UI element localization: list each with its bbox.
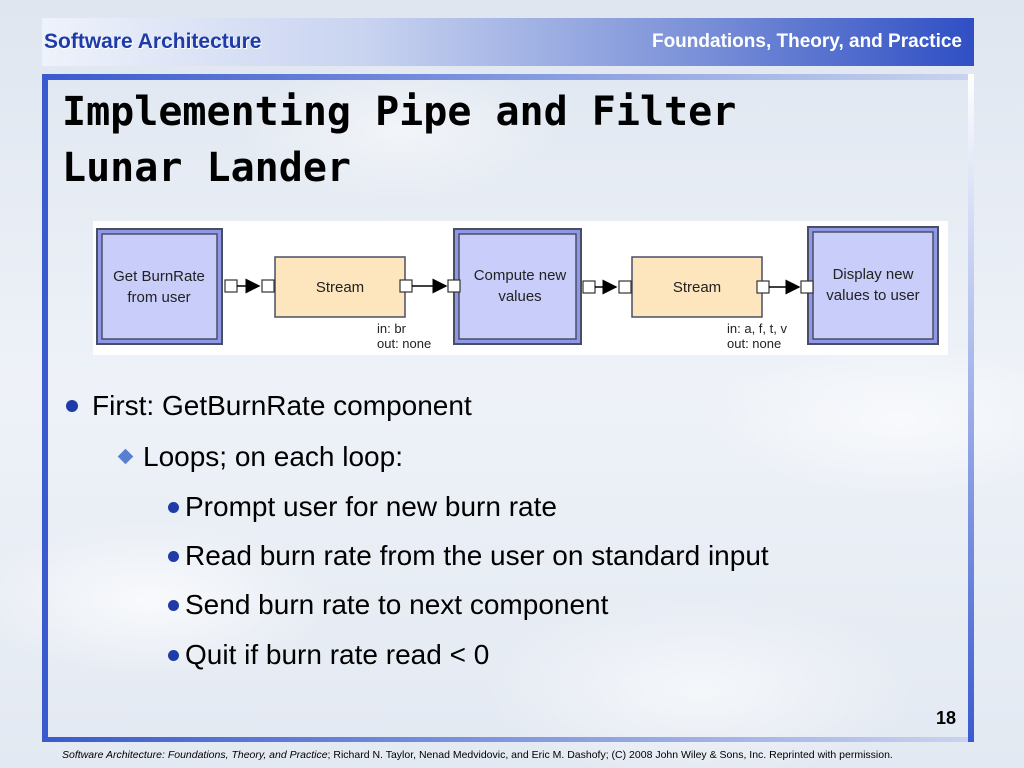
bullet-level3-item: Send burn rate to next component xyxy=(168,589,608,621)
header-bar xyxy=(42,18,974,66)
bullet-dot-icon xyxy=(168,649,179,661)
bullet-level3-text: Send burn rate to next component xyxy=(185,589,609,620)
component-get-burnrate-line1: Get BurnRate xyxy=(113,268,205,285)
connector-stream-1-in: in: br xyxy=(377,321,407,336)
bullet-level3-item: Read burn rate from the user on standard… xyxy=(168,540,769,572)
header-course-title: Software Architecture xyxy=(44,30,262,53)
pipe-filter-diagram-svg: Get BurnRate from user Stream in: br out… xyxy=(96,226,939,351)
slide-frame-edge xyxy=(968,74,974,742)
bullet-level3-text: Quit if burn rate read < 0 xyxy=(185,639,490,670)
port-out-3 xyxy=(582,280,596,294)
component-display-new-values: Display new values to user xyxy=(807,226,939,345)
port-in-4 xyxy=(800,280,814,294)
bullet-level3-item: Quit if burn rate read < 0 xyxy=(168,639,489,671)
bullet-dot-icon xyxy=(168,599,179,611)
bullet-level2: Loops; on each loop: xyxy=(117,441,403,473)
diamond-bullet-icon xyxy=(117,448,134,465)
connector-stream-1-out: out: none xyxy=(377,336,431,351)
bullet-level3-item: Prompt user for new burn rate xyxy=(168,491,557,523)
connector-stream-2-in: in: a, f, t, v xyxy=(727,321,787,336)
bullet-dot-icon xyxy=(168,501,179,513)
bullet-level3-text: Read burn rate from the user on standard… xyxy=(185,540,769,571)
port-out-1 xyxy=(224,279,238,293)
port-in-2 xyxy=(447,279,461,293)
slide-title-line2: Lunar Lander xyxy=(62,145,351,191)
component-compute-line2: values xyxy=(498,288,541,305)
bullet-dot-icon xyxy=(66,400,78,413)
connector-stream-1-label: Stream xyxy=(316,279,364,296)
bullet-level2-text: Loops; on each loop: xyxy=(143,441,403,472)
bullet-level3-text: Prompt user for new burn rate xyxy=(185,491,557,522)
component-get-burnrate-line2: from user xyxy=(127,289,190,306)
port-links xyxy=(224,278,814,295)
pipe-filter-diagram: Get BurnRate from user Stream in: br out… xyxy=(93,221,948,355)
connector-stream-2-out: out: none xyxy=(727,336,781,351)
component-get-burnrate: Get BurnRate from user xyxy=(96,228,223,345)
footer-book-title: Software Architecture: Foundations, Theo… xyxy=(62,749,328,761)
header-subtitle: Foundations, Theory, and Practice xyxy=(651,31,962,52)
bullet-level1: First: GetBurnRate component xyxy=(60,390,472,422)
slide-title-line1: Implementing Pipe and Filter xyxy=(62,89,737,135)
component-compute-new-values: Compute new values xyxy=(453,228,582,345)
slide-title: Implementing Pipe and Filter Lunar Lande… xyxy=(62,84,962,196)
port-in-1 xyxy=(261,279,275,293)
bullet-level1-text: First: GetBurnRate component xyxy=(92,390,472,421)
page-number: 18 xyxy=(936,708,957,728)
port-out-4 xyxy=(756,280,770,294)
footer-authors: ; Richard N. Taylor, Nenad Medvidovic, a… xyxy=(327,749,893,761)
connector-stream-1: Stream in: br out: none xyxy=(274,256,431,351)
port-in-3 xyxy=(618,280,632,294)
footer-credit: Software Architecture: Foundations, Theo… xyxy=(62,749,893,761)
component-display-line1: Display new xyxy=(833,266,914,283)
bullet-dot-icon xyxy=(168,550,179,562)
port-out-2 xyxy=(399,279,413,293)
component-display-line2: values to user xyxy=(826,287,919,304)
connector-stream-2: Stream in: a, f, t, v out: none xyxy=(631,256,787,351)
slide-content-frame xyxy=(42,74,974,742)
connector-stream-2-label: Stream xyxy=(673,279,721,296)
component-compute-line1: Compute new xyxy=(474,267,567,284)
